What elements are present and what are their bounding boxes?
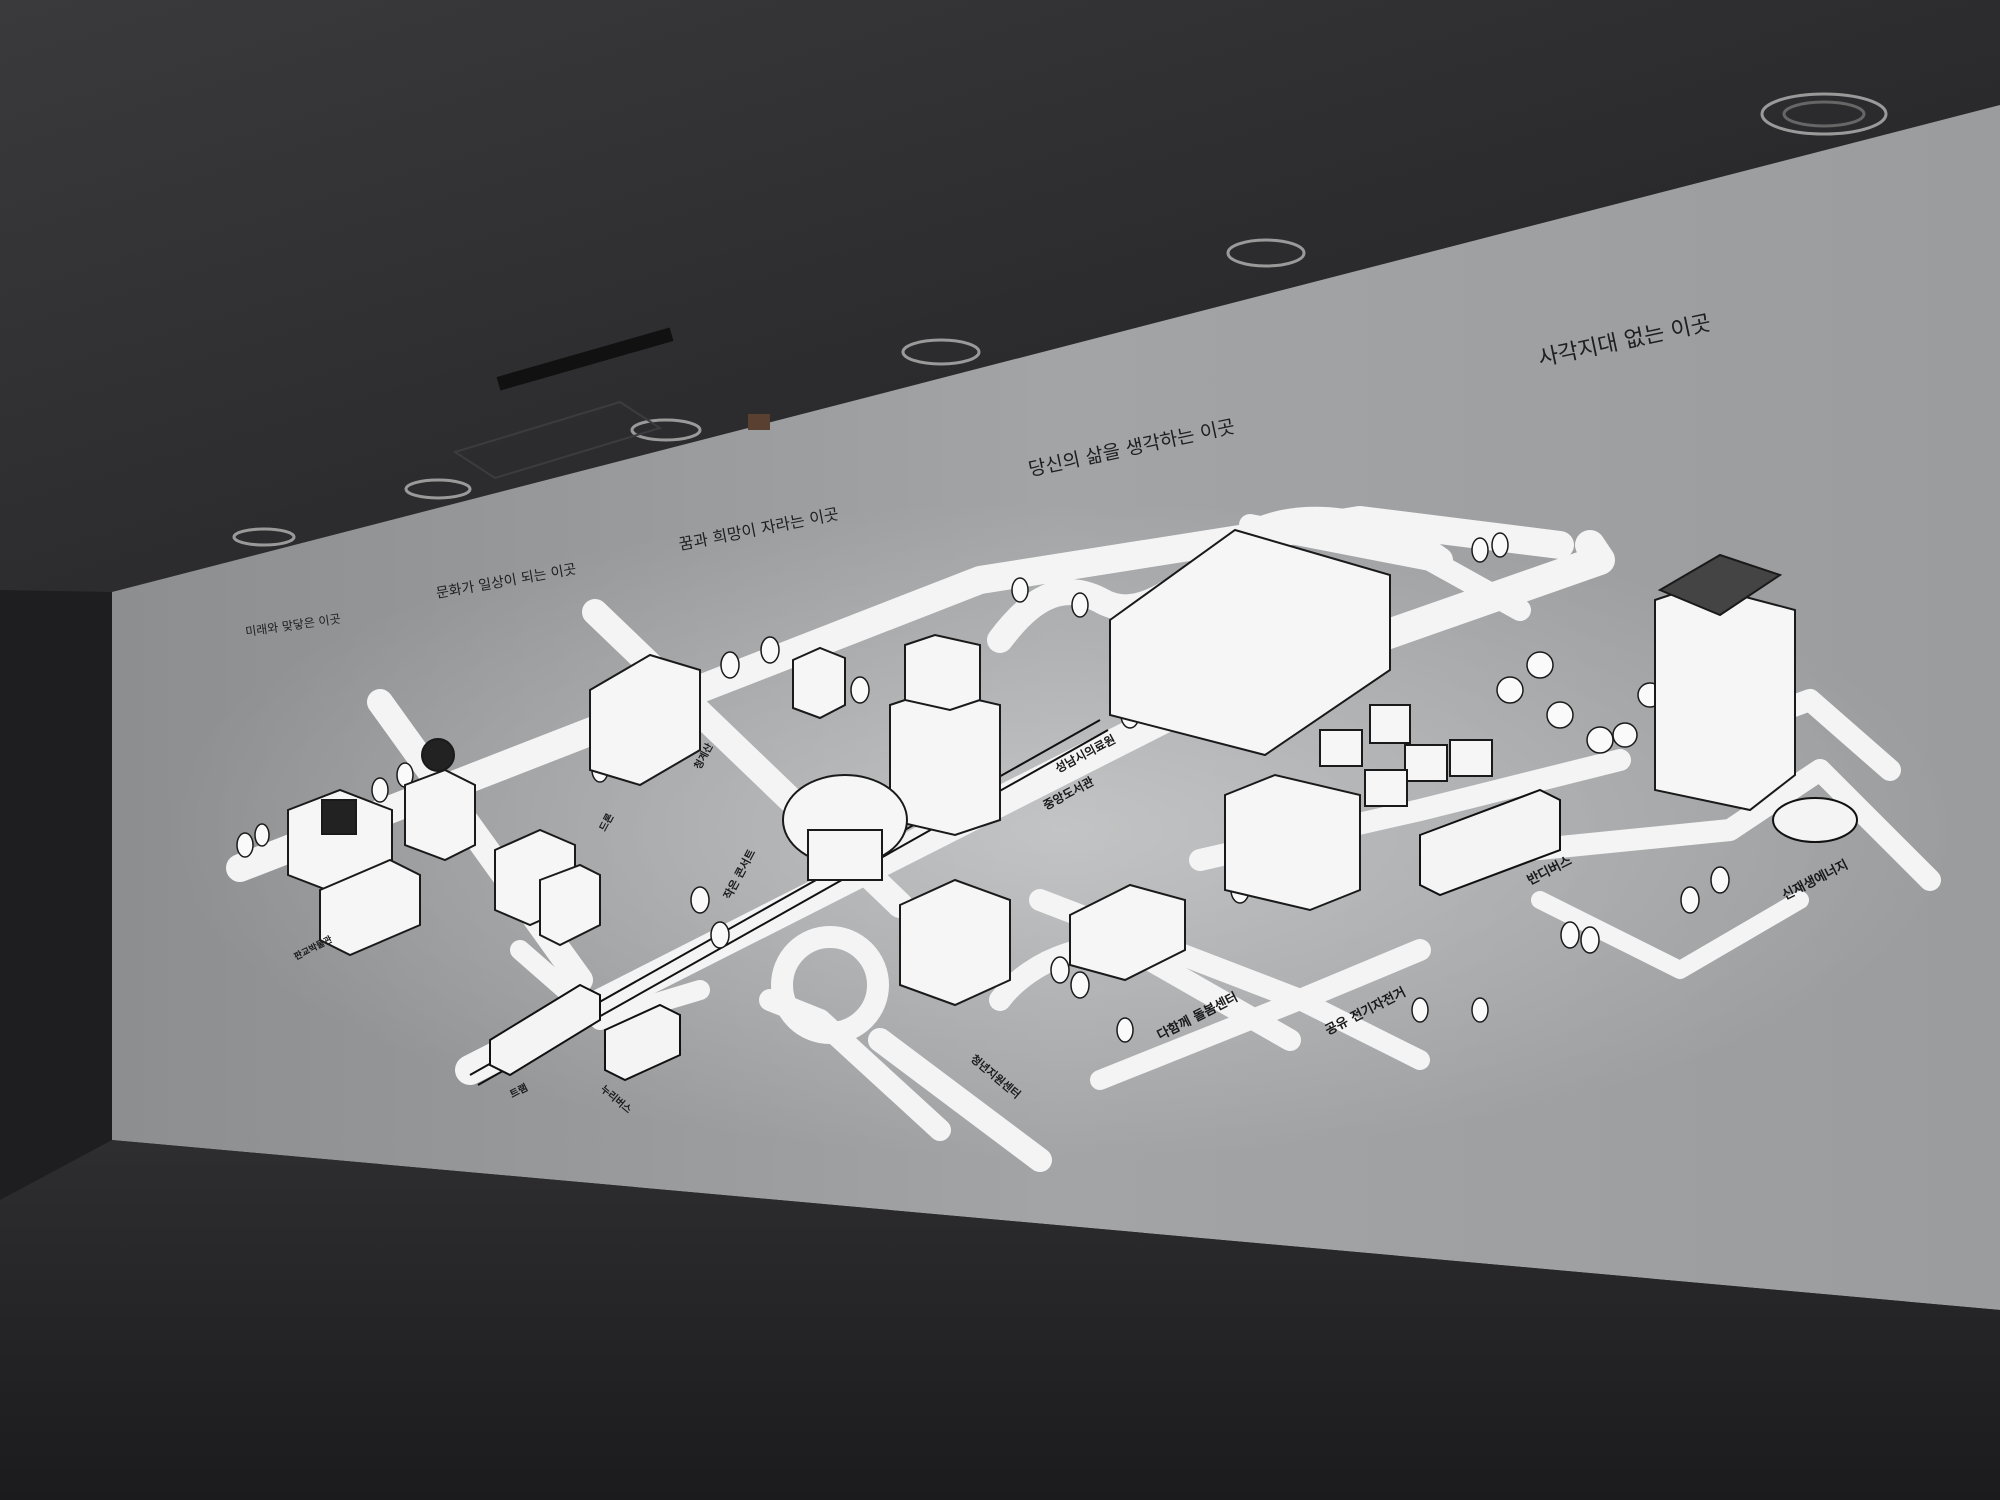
building-arch-hall	[899, 878, 1011, 1007]
house-e	[1364, 769, 1408, 807]
building-hospital	[1109, 528, 1391, 757]
building-low-hall	[319, 858, 421, 957]
building-tall-block	[589, 653, 701, 787]
left-wall	[0, 590, 112, 1200]
ceiling-projector-rail	[496, 327, 674, 391]
solar-panels	[1657, 553, 1783, 617]
ceiling	[0, 0, 2000, 600]
globe-icon	[421, 738, 455, 772]
building-dome-base	[807, 829, 883, 881]
house-b	[1369, 704, 1411, 744]
house-d	[1449, 739, 1493, 777]
ceiling-lights	[232, 92, 1888, 547]
building-solar	[1654, 583, 1796, 812]
ceiling-sensor	[748, 414, 770, 430]
building-small-tower	[792, 646, 846, 720]
ceiling-hatch	[452, 400, 663, 480]
building-central-roof	[904, 633, 981, 712]
house-c	[1404, 744, 1448, 782]
bus	[1419, 788, 1561, 897]
building-twin-b	[539, 863, 601, 947]
nuri-bus	[604, 1003, 681, 1082]
building-globe-tower	[404, 768, 476, 862]
house-a	[1319, 729, 1363, 767]
electric-car	[1772, 797, 1858, 843]
vehicles	[489, 788, 1858, 1082]
building-cube	[321, 799, 357, 835]
buildings	[287, 528, 1796, 1007]
building-care-center	[1069, 883, 1186, 982]
tram	[489, 983, 601, 1077]
building-library	[1224, 773, 1361, 912]
floor	[0, 1140, 2000, 1500]
